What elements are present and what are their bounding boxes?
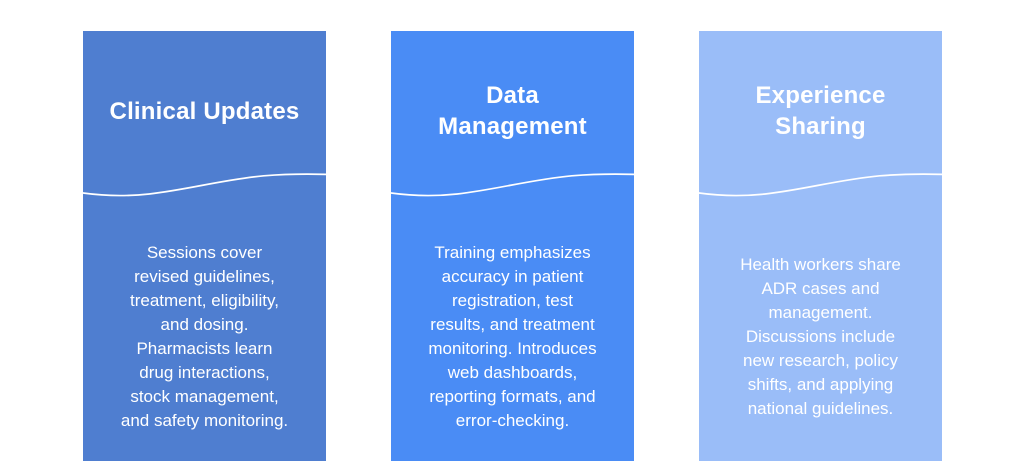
card-clinical-updates: Clinical Updates Sessions cover revised … [83,31,326,461]
card-experience-sharing: Experience Sharing Health workers share … [699,31,942,461]
card-body-experience-sharing: Health workers share ADR cases and manag… [740,255,901,418]
card-body-clinical-updates: Sessions cover revised guidelines, treat… [120,243,289,430]
card-title-data-management: Data Management [438,82,587,140]
card-data-management: Data Management Training emphasizes accu… [391,31,634,461]
card-title-experience-sharing: Experience Sharing [755,82,886,140]
card-body-data-management: Training emphasizes accuracy in patient … [428,243,597,430]
card-title-clinical-updates: Clinical Updates [109,97,300,125]
